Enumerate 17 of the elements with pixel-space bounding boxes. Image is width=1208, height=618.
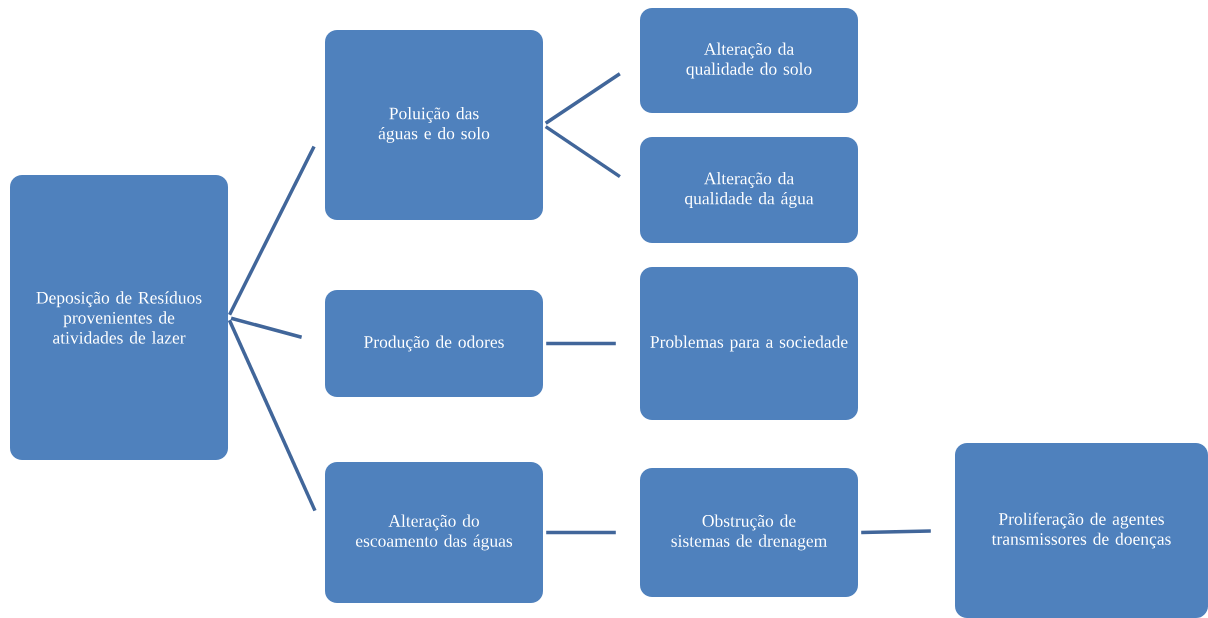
process-box: Alteração da qualidade da água — [640, 137, 858, 243]
connector-line — [230, 316, 303, 339]
process-box: Proliferação de agentes transmissores de doenças — [955, 443, 1208, 618]
process-box: Poluição das águas e do solo — [325, 30, 543, 220]
process-box: Alteração do escoamento das águas — [325, 462, 543, 603]
process-box: Deposição de Resíduos provenientes de atividades de lazer — [10, 175, 228, 460]
connector-line — [544, 72, 621, 125]
connector-line — [544, 125, 621, 179]
process-box: Obstrução de sistemas de drenagem — [640, 468, 858, 597]
process-box: Alteração da qualidade do solo — [640, 8, 858, 113]
connector-line — [861, 529, 931, 535]
process-box: Problemas para a sociedade — [640, 267, 858, 420]
connector-line — [227, 319, 317, 512]
process-box: Produção de odores — [325, 290, 543, 397]
connector-line — [546, 530, 616, 535]
connector-line — [228, 145, 316, 316]
connector-line — [546, 341, 616, 346]
